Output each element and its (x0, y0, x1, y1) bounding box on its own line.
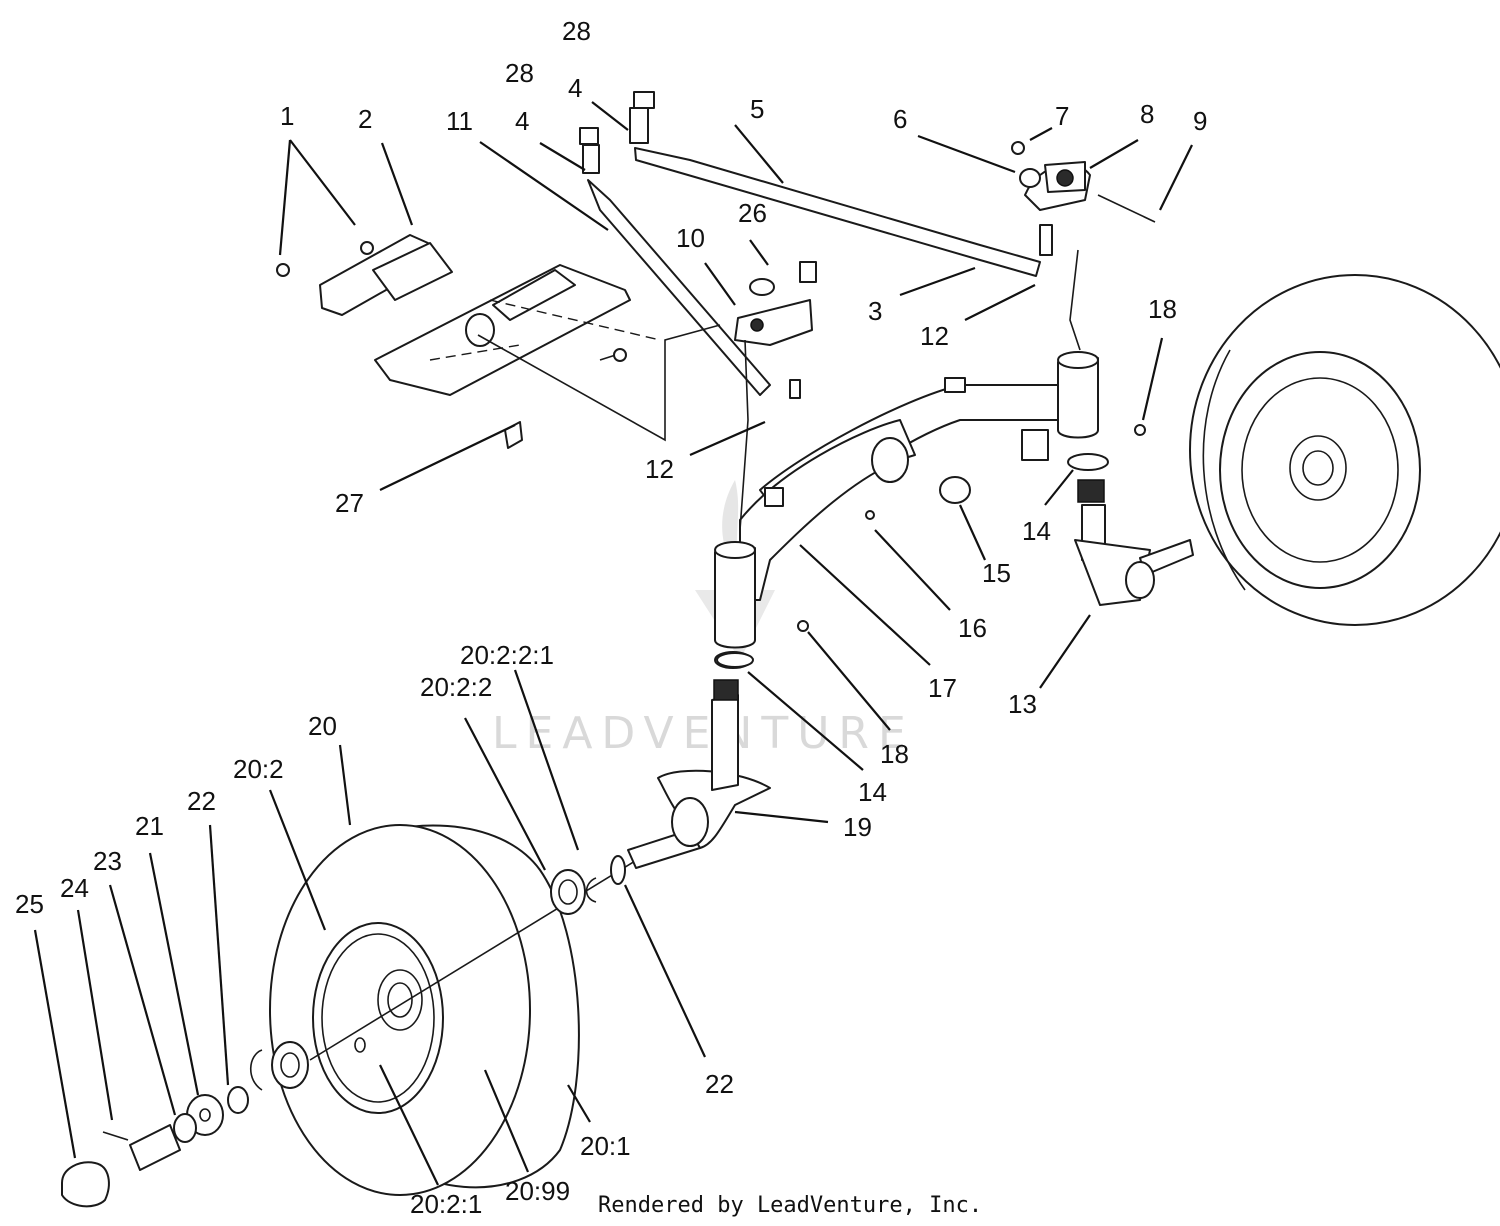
callout-27: 27 (335, 488, 364, 518)
callout-6: 6 (893, 104, 907, 134)
callout-26: 26 (738, 198, 767, 228)
callout-10: 10 (676, 223, 705, 253)
callout-23: 23 (93, 846, 122, 876)
callout-22-spindle: 22 (705, 1069, 734, 1099)
callout-17: 17 (928, 673, 957, 703)
nut-15 (939, 476, 971, 504)
callout-28-upper: 28 (562, 16, 591, 46)
steering-linkage (579, 91, 1156, 531)
callout-11: 11 (446, 106, 473, 136)
callout-20: 20 (308, 711, 337, 741)
spindle-assembly (550, 651, 771, 915)
callout-28-lower: 28 (505, 58, 534, 88)
kingpin-sleeve-right (1057, 357, 1099, 439)
callout-20-2-2: 20:2:2 (420, 672, 492, 702)
callout-20-2-2-1: 20:2:2:1 (460, 640, 554, 670)
callout-7: 7 (1055, 101, 1069, 131)
leader-lines (33, 101, 1193, 1186)
callout-21: 21 (135, 811, 164, 841)
callout-1: 1 (280, 101, 294, 131)
kingpin-sleeve-left (714, 547, 756, 649)
callout-19: 19 (843, 812, 872, 842)
callout-18-right: 18 (1148, 294, 1177, 324)
callout-12-right: 12 (920, 321, 949, 351)
callout-20-99: 20:99 (505, 1176, 570, 1206)
callout-13: 13 (1008, 689, 1037, 719)
callout-14-left: 14 (858, 777, 887, 807)
callout-12-left: 12 (645, 454, 674, 484)
callout-18-left: 18 (880, 739, 909, 769)
callout-4-lower: 4 (515, 106, 529, 136)
callout-labels: 1 2 3 4 4 5 6 7 8 9 10 11 12 12 13 14 14… (15, 16, 1207, 1219)
callout-24: 24 (60, 873, 89, 903)
wheel-hardware (61, 1041, 309, 1208)
callout-20-2: 20:2 (233, 754, 284, 784)
spindle-13 (1067, 453, 1194, 606)
right-wheel (1189, 274, 1500, 626)
front-wheel-20 (269, 824, 580, 1196)
callout-3: 3 (868, 296, 882, 326)
watermark-text: LEADVENTURE (492, 708, 915, 759)
callout-9: 9 (1193, 106, 1207, 136)
callout-25: 25 (15, 889, 44, 919)
callout-20-2-1: 20:2:1 (410, 1189, 482, 1219)
callout-4-upper: 4 (568, 73, 582, 103)
callout-20-1: 20:1 (580, 1131, 631, 1161)
mounting-bracket-2 (276, 234, 721, 449)
callout-22-wheel: 22 (187, 786, 216, 816)
callout-16: 16 (958, 613, 987, 643)
leadventure-watermark-logo: LEADVENTURE (492, 480, 915, 759)
callout-14-right: 14 (1022, 516, 1051, 546)
callout-2: 2 (358, 104, 372, 134)
callout-5: 5 (750, 94, 764, 124)
callout-15: 15 (982, 558, 1011, 588)
rendered-by-credit: Rendered by LeadVenture, Inc. (598, 1193, 982, 1218)
callout-8: 8 (1140, 99, 1154, 129)
